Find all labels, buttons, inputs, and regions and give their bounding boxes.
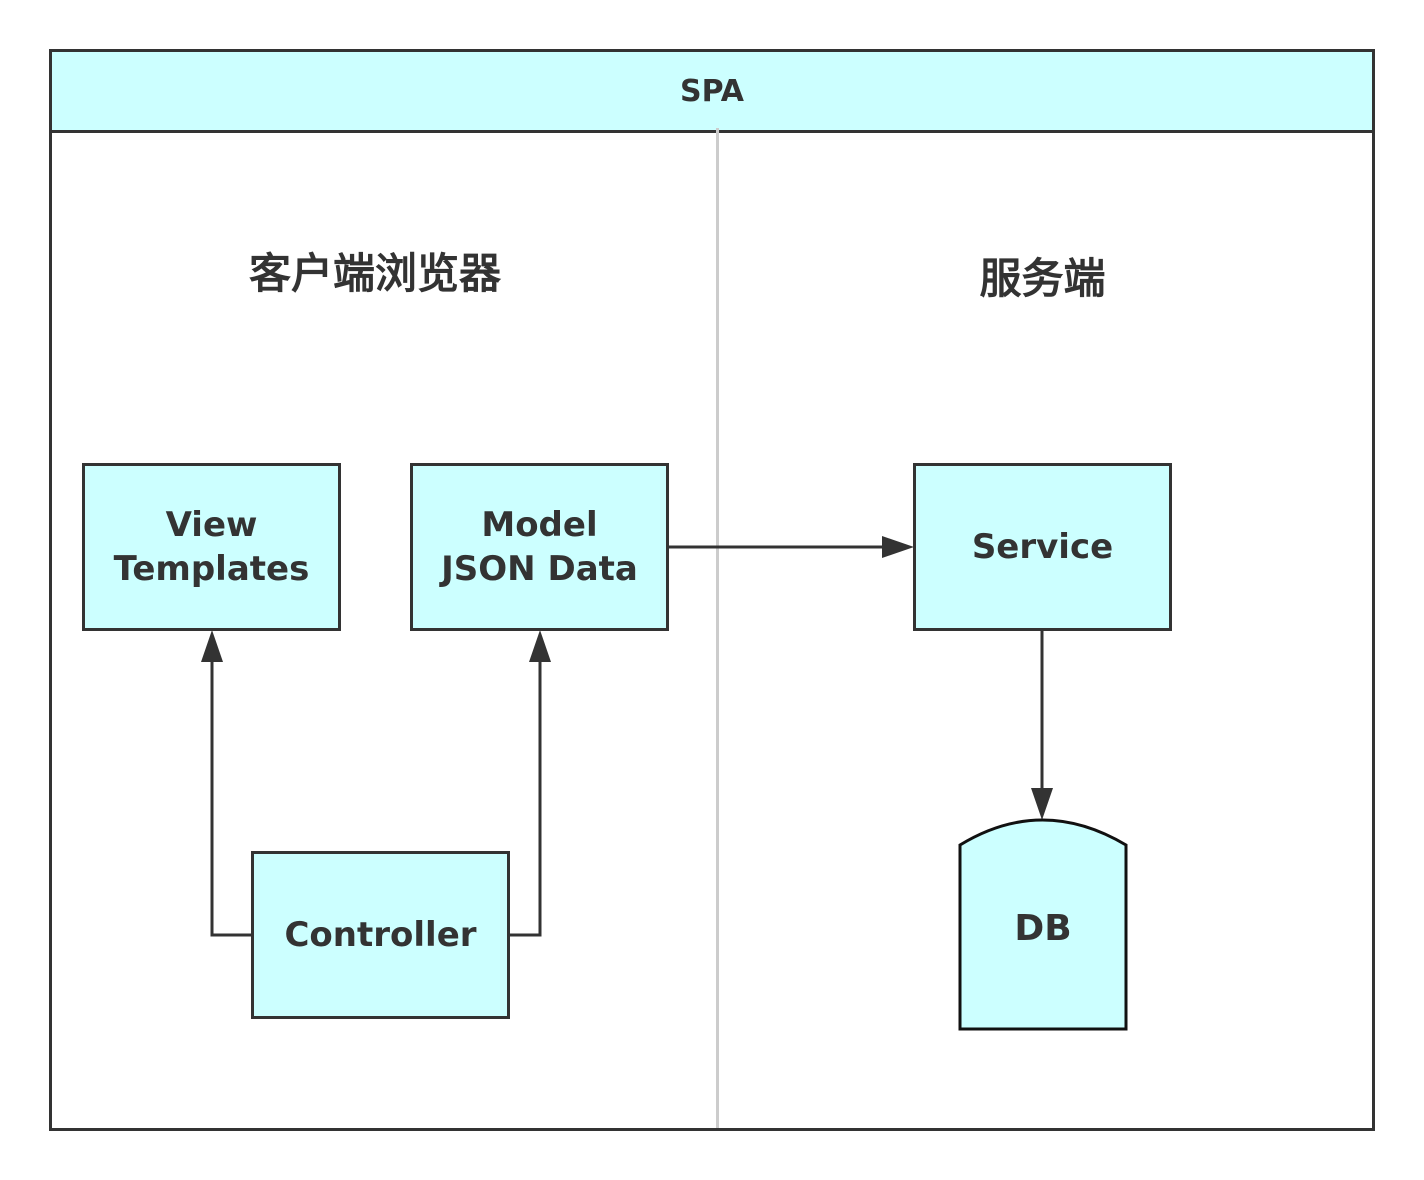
service-label: Service (971, 527, 1114, 567)
controller-label: Controller (284, 915, 477, 955)
spa-frame: SPA (49, 49, 1375, 1131)
model-json-line2: JSON Data (441, 549, 638, 589)
arrowhead-model (529, 630, 551, 662)
controller-node: Controller (251, 851, 510, 1019)
server-lane-title: 服务端 (979, 254, 1106, 303)
edge-controller-model (510, 660, 542, 937)
model-json-line1: Model (481, 505, 598, 545)
arrowhead-service (882, 536, 914, 558)
spa-header: SPA (52, 52, 1372, 133)
view-templates-line2: Templates (113, 549, 310, 589)
arrowhead-db (1031, 788, 1053, 820)
edge-controller-view (210, 660, 252, 937)
spa-title: SPA (679, 73, 745, 109)
view-templates-node: View Templates (82, 463, 341, 631)
lane-divider (716, 128, 719, 1128)
db-shape (958, 818, 1128, 1031)
arrowhead-view (201, 630, 223, 662)
service-node: Service (913, 463, 1172, 631)
client-lane-title: 客户端浏览器 (248, 249, 501, 298)
view-templates-line1: View (165, 505, 258, 545)
model-json-node: Model JSON Data (410, 463, 669, 631)
db-label: DB (1014, 908, 1072, 949)
